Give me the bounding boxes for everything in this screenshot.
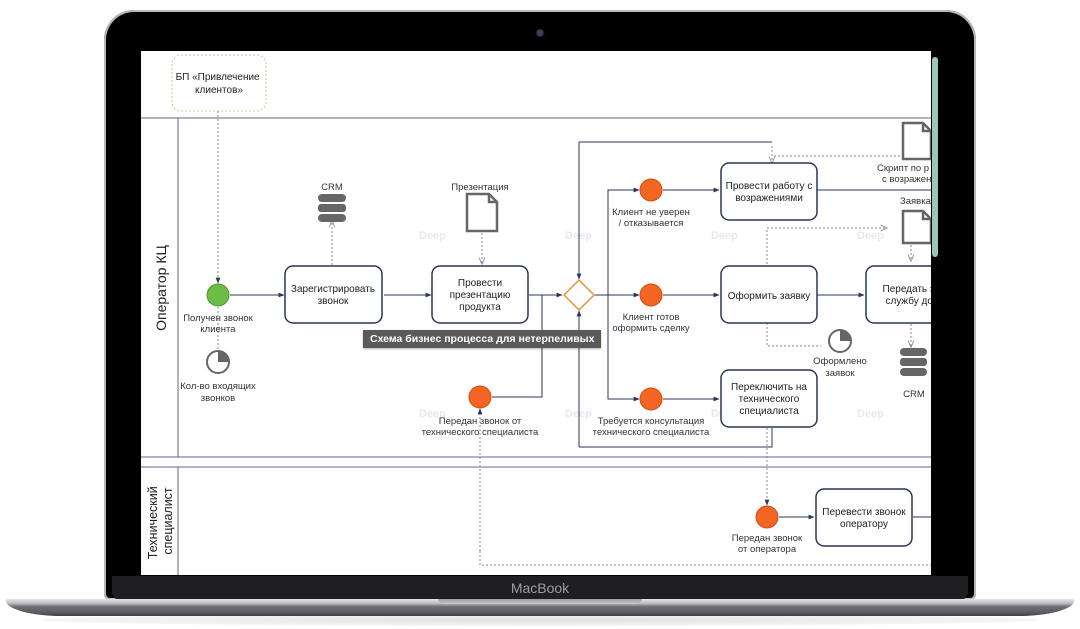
intermediate-event-from-tech[interactable] (468, 385, 492, 409)
watermark: Deep (419, 408, 446, 420)
intermediate-event-ready[interactable] (639, 283, 663, 307)
artifact-label: CRM (321, 182, 343, 193)
document-icon[interactable] (465, 192, 499, 233)
start-event[interactable] (206, 283, 230, 307)
artifact-label: Заявка (900, 196, 931, 207)
kpi-gauge-icon[interactable] (206, 350, 230, 374)
watermark: Deep (419, 230, 446, 242)
vertical-scrollbar[interactable] (932, 57, 938, 257)
camera-icon (537, 30, 543, 36)
external-process-label: БП «Привлечение клиентов» (176, 72, 263, 96)
watermark: Deep (857, 230, 884, 242)
laptop-opening-notch (438, 599, 642, 604)
exclusive-gateway[interactable] (562, 278, 596, 312)
lane-label-tech: Технический специалист (146, 483, 175, 559)
laptop-base (6, 599, 1074, 616)
task-transfer-delivery[interactable]: Передать заяслужбу дост (865, 265, 931, 324)
intermediate-event-not-sure[interactable] (639, 178, 663, 202)
database-icon[interactable] (900, 348, 927, 376)
watermark: Deep (857, 408, 884, 420)
tooltip: Схема бизнес процесса для нетерпеливых (363, 330, 602, 348)
lane-label-operator: Оператор КЦ (153, 244, 169, 330)
task-order[interactable]: Оформить заявку (720, 265, 818, 324)
external-process-box[interactable] (171, 54, 267, 112)
database-icon[interactable] (318, 194, 346, 222)
artifact-label: CRM (903, 389, 925, 400)
brand-label: MacBook (510, 580, 570, 596)
event-label: Клиент не уверен/ отказывается (612, 207, 690, 229)
laptop-chin: MacBook (112, 576, 968, 600)
intermediate-event-from-operator[interactable] (755, 505, 779, 529)
svg-text:Оформить заявку: Оформить заявку (728, 290, 811, 302)
kpi-gauge-icon[interactable] (828, 329, 852, 353)
intermediate-event-need-consult[interactable] (639, 387, 663, 411)
laptop-shadow (40, 614, 1040, 626)
artifact-label: Презентация (451, 182, 508, 193)
bpmn-diagram: Deep Deep Deep Deep Deep Deep Deep Deep … (141, 54, 931, 575)
associations (215, 111, 931, 566)
screen: Deep Deep Deep Deep Deep Deep Deep Deep … (141, 51, 931, 575)
svg-text:Передать заяслужбу дост: Передать заяслужбу дост (883, 284, 931, 307)
document-icon[interactable] (901, 209, 931, 245)
document-icon[interactable] (901, 121, 931, 161)
watermark: Deep (711, 230, 738, 242)
